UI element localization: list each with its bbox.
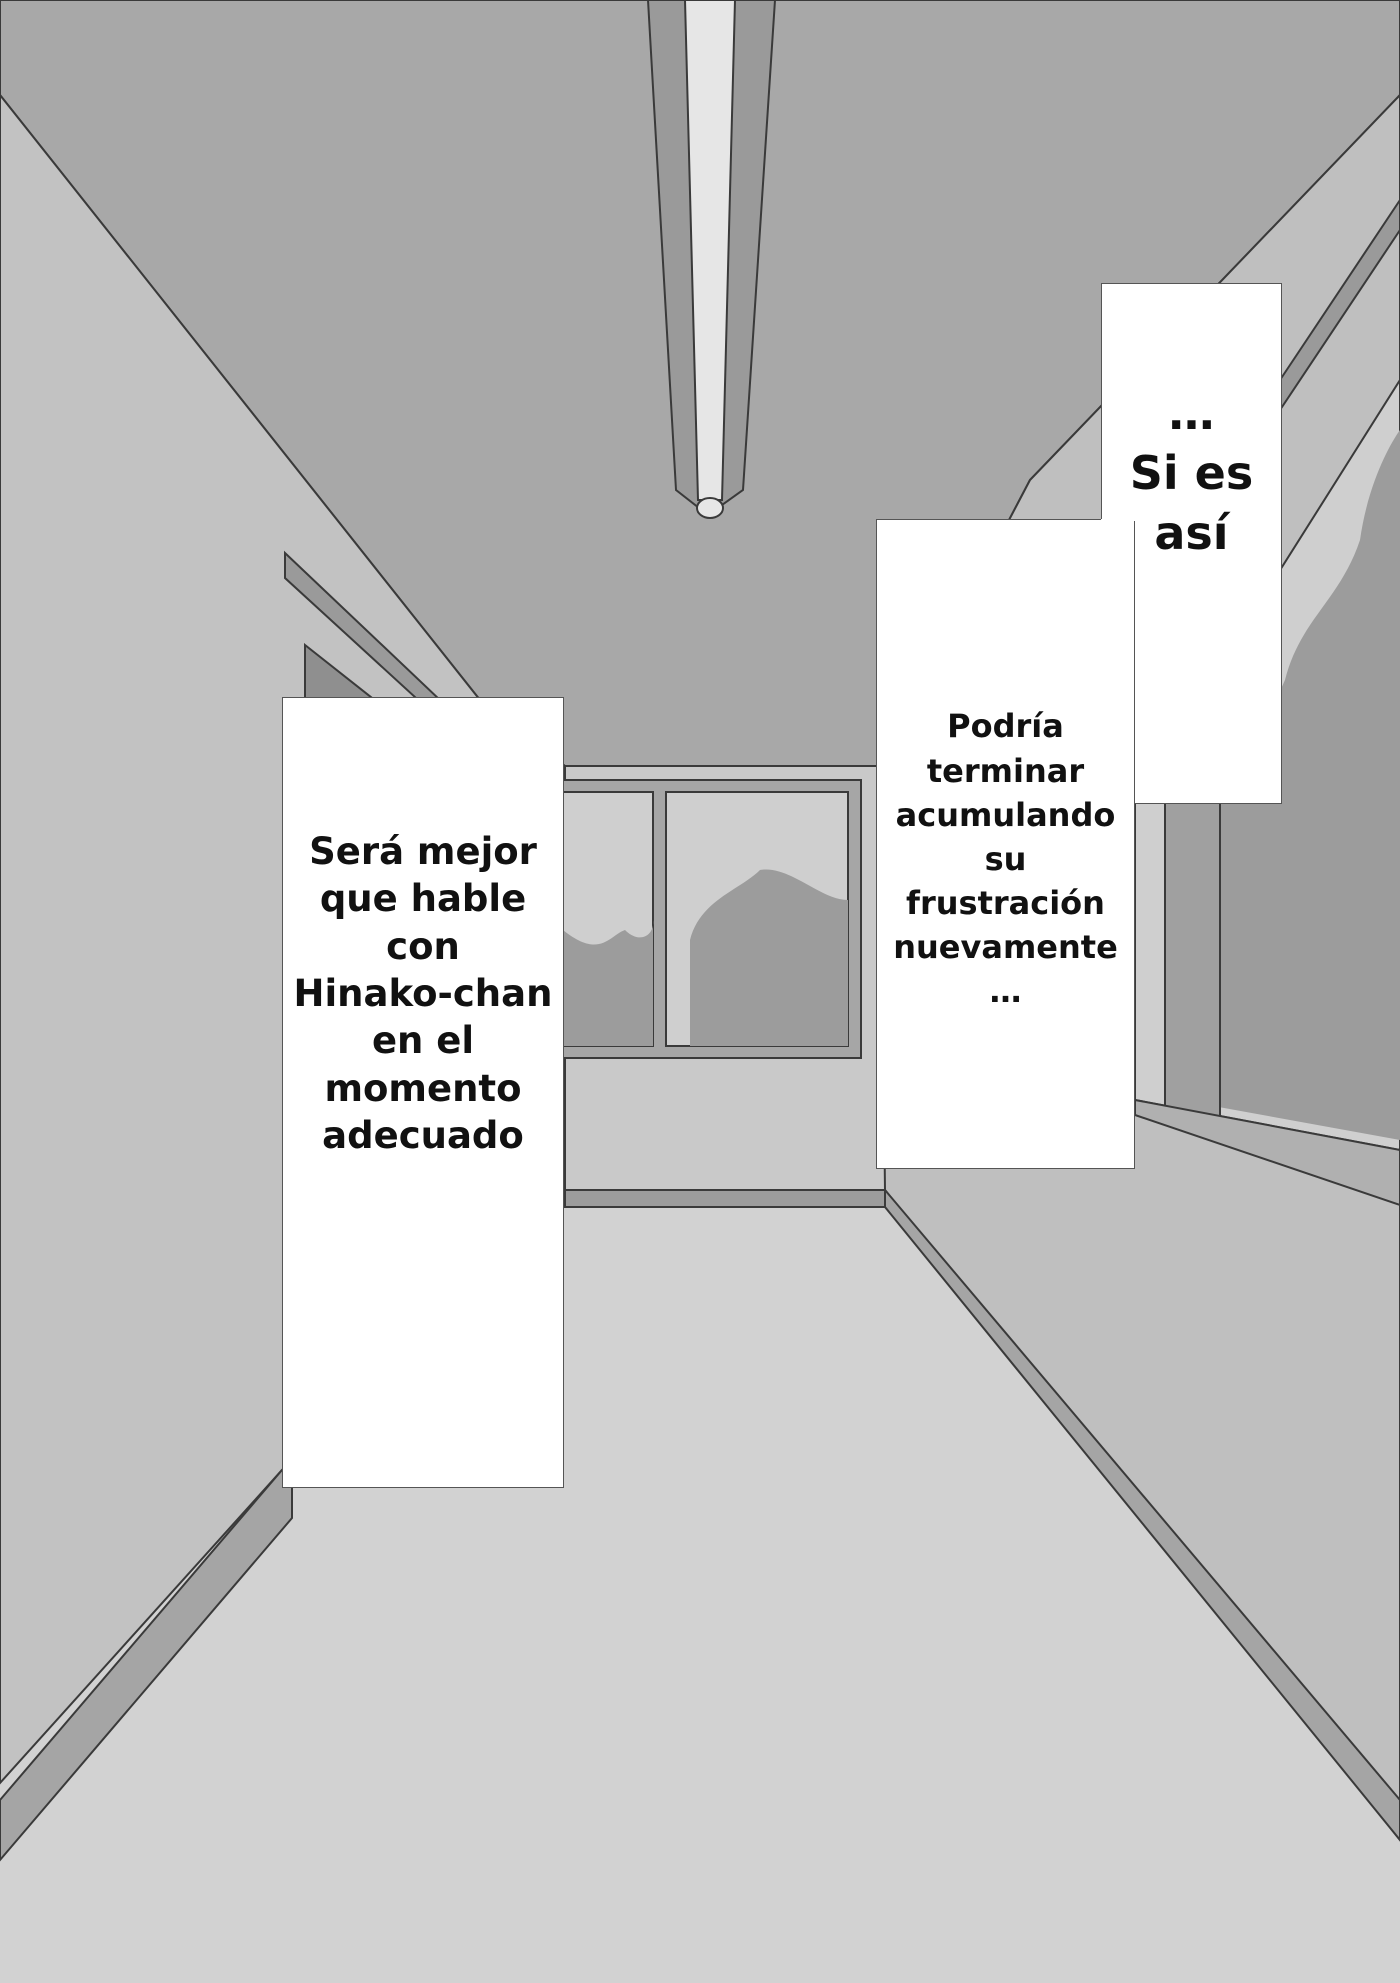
caption-join [1101, 519, 1135, 521]
window-sill-right [1134, 1098, 1400, 1207]
cloud-right [1180, 430, 1400, 1140]
caption-text-podria-terminar: Podría terminar acumulando su frustració… [893, 707, 1118, 1011]
ceiling-light-tube [683, 0, 737, 501]
caption-box-sera-mejor: Será mejor que hable con Hinako-chan en … [282, 697, 564, 1488]
ceiling-light-end [696, 497, 724, 519]
caption-text-sera-mejor: Será mejor que hable con Hinako-chan en … [293, 830, 553, 1158]
caption-text-si-es-asi: … Si es así [1129, 386, 1254, 560]
cloud-back [563, 869, 848, 1046]
window-frame-right [1164, 768, 1221, 1122]
caption-box-podria-terminar: Podría terminar acumulando su frustració… [876, 519, 1135, 1169]
baseboard-right [884, 1187, 1400, 1842]
baseboard-back [564, 1189, 886, 1208]
